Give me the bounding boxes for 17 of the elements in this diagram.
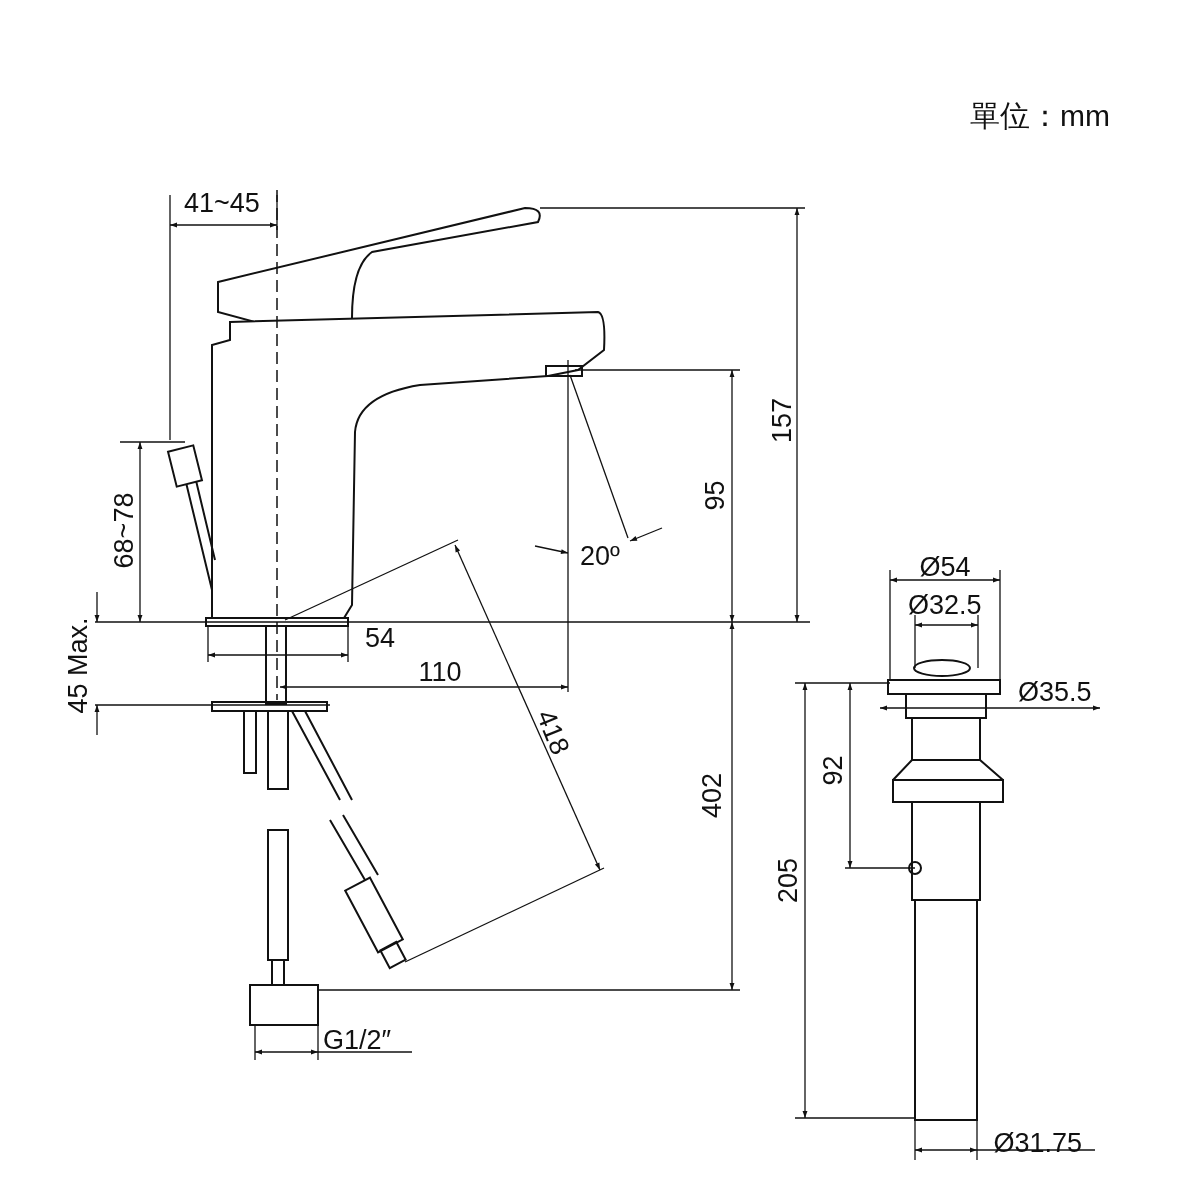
dimension-label: 402 (698, 772, 726, 818)
dimension-label: 157 (768, 397, 796, 443)
dimension-label: Ø32.5 (908, 591, 982, 619)
dimension-label: 54 (365, 624, 396, 652)
dimension-label: 110 (418, 658, 462, 686)
dimension-label: Ø35.5 (1018, 678, 1092, 706)
dimension-label: 92 (819, 755, 847, 785)
dimension-label: 95 (701, 480, 729, 510)
dimension-label: 68~78 (111, 492, 139, 568)
unit-note: 單位：mm (970, 101, 1110, 131)
dimension-label: Ø54 (919, 553, 971, 581)
dimension-label: 45 Max. (64, 617, 92, 713)
dimension-label: G1/2″ (323, 1026, 392, 1054)
dimension-label: 205 (774, 857, 802, 903)
dimension-label: 20º (580, 542, 620, 570)
dimension-label: 41~45 (184, 189, 260, 217)
dimension-label: 418 (531, 706, 573, 758)
